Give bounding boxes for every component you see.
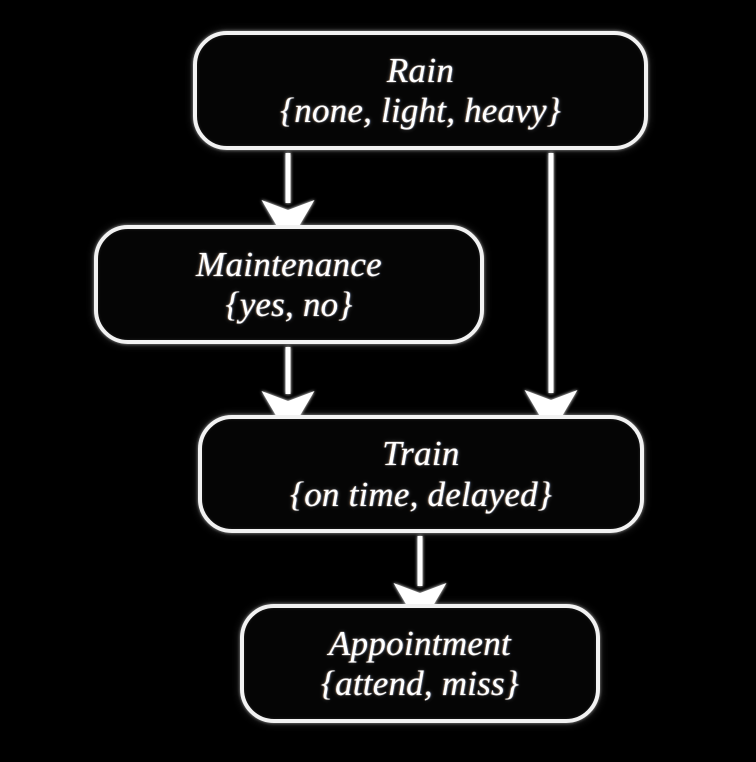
node-rain[interactable]: Rain {none, light, heavy} (193, 31, 648, 150)
node-train-states: {on time, delayed} (290, 474, 552, 514)
node-rain-states: {none, light, heavy} (280, 91, 561, 130)
node-maintenance-states: {yes, no} (225, 285, 353, 324)
node-maintenance[interactable]: Maintenance {yes, no} (94, 225, 484, 344)
node-rain-label: Rain (386, 50, 455, 90)
node-train-label: Train (382, 434, 460, 474)
node-train[interactable]: Train {on time, delayed} (198, 415, 644, 533)
node-maintenance-label: Maintenance (195, 244, 382, 284)
node-appointment-label: Appointment (328, 623, 512, 663)
node-appointment[interactable]: Appointment {attend, miss} (240, 604, 600, 723)
node-appointment-states: {attend, miss} (320, 664, 520, 703)
